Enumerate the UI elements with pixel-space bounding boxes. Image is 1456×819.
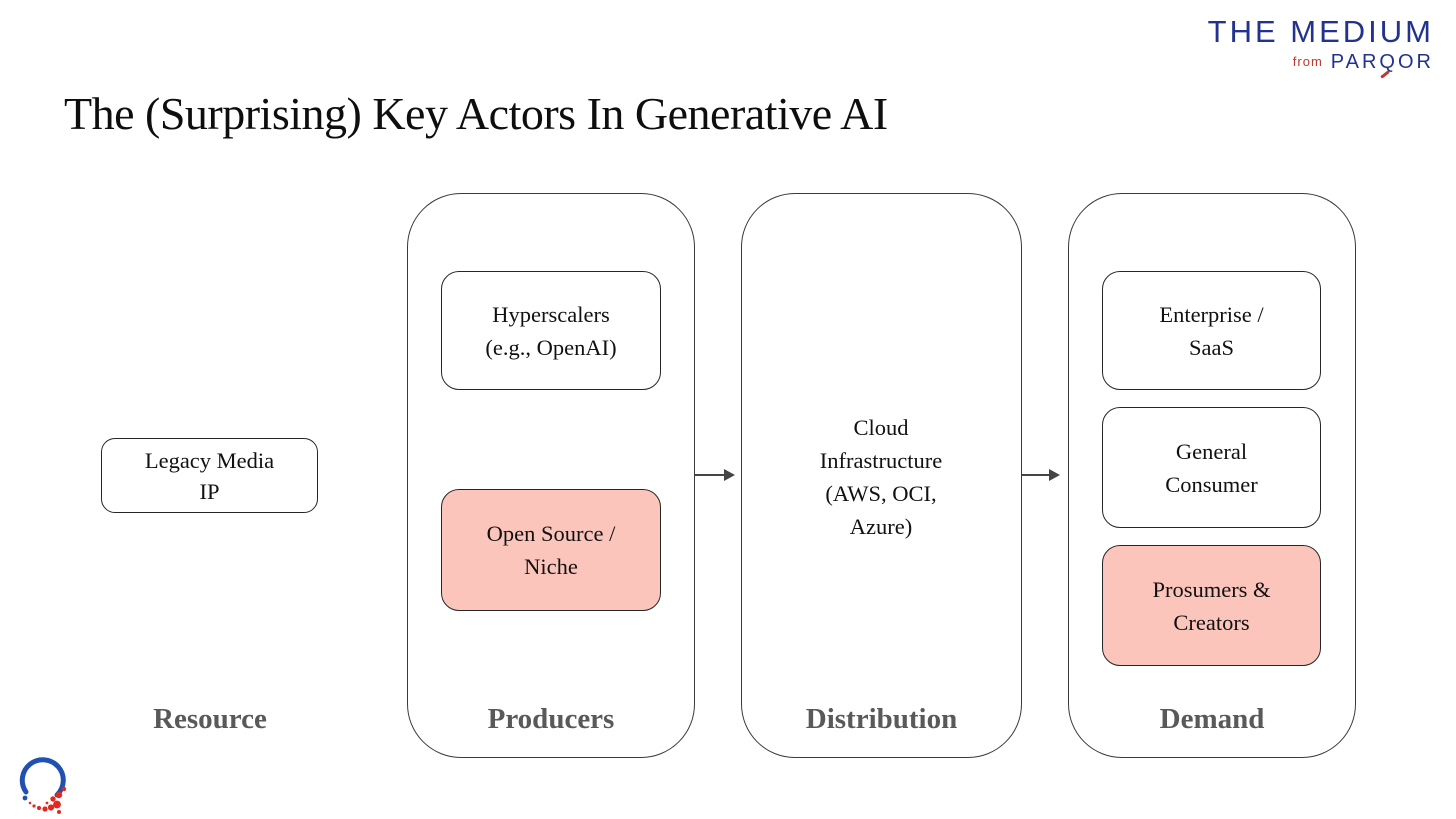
lane-label-demand: Demand — [1159, 703, 1265, 735]
box-prosumers-creators: Prosumers & Creators — [1102, 545, 1321, 666]
lane-label-producers: Producers — [487, 703, 615, 735]
box-general-consumer: General Consumer — [1102, 407, 1321, 528]
box-hyperscalers: Hyperscalers (e.g., OpenAI) — [441, 271, 661, 390]
brand-tagline: from PARQOR — [1208, 51, 1434, 79]
lane-label-resource: Resource — [153, 703, 267, 735]
box-enterprise-saas: Enterprise / SaaS — [1102, 271, 1321, 390]
brand-lockup: THE MEDIUM from PARQOR — [1207, 14, 1434, 79]
distribution-body-text: Cloud Infrastructure (AWS, OCI, Azure) — [819, 415, 943, 539]
brand-name: THE MEDIUM — [1207, 14, 1434, 49]
box-open-source-niche: Open Source / Niche — [441, 489, 661, 611]
brand-parent-name: PARQOR — [1330, 51, 1434, 73]
arrow-producers-to-distribution — [695, 469, 735, 481]
brand-from-word: from — [1292, 54, 1323, 69]
lane-distribution — [741, 193, 1022, 758]
lane-label-distribution: Distribution — [805, 703, 958, 735]
page-title: The (Surprising) Key Actors In Generativ… — [64, 88, 888, 139]
box-legacy-media-ip: Legacy Media IP — [101, 438, 318, 513]
arrow-distribution-to-demand — [1022, 469, 1060, 481]
parqor-logo-mark-icon — [19, 757, 67, 814]
